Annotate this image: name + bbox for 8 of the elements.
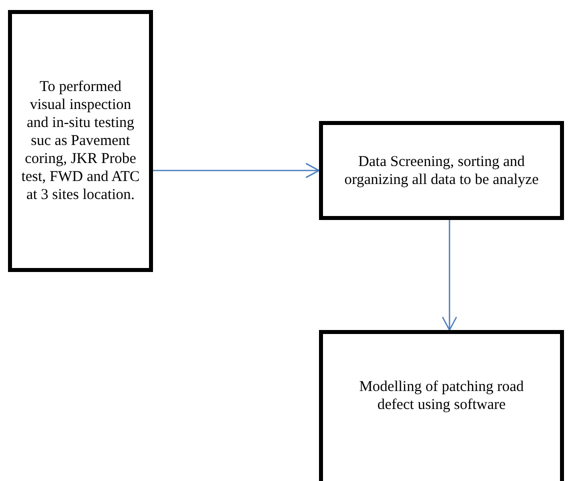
process-box [8, 10, 153, 272]
process-box [319, 330, 564, 481]
process-box [319, 121, 564, 220]
box-text: Modelling of patching road defect using software [358, 378, 525, 414]
box-text: Data Screening, sorting and organizing all data to be analyze [343, 152, 540, 188]
box-text: To performed visual inspection and in-situ testing suc as Pavement coring, JKR Probe test, FWD and ATC at 3 sites location. [20, 78, 141, 204]
arrow [442, 220, 458, 331]
arrow [153, 162, 320, 178]
